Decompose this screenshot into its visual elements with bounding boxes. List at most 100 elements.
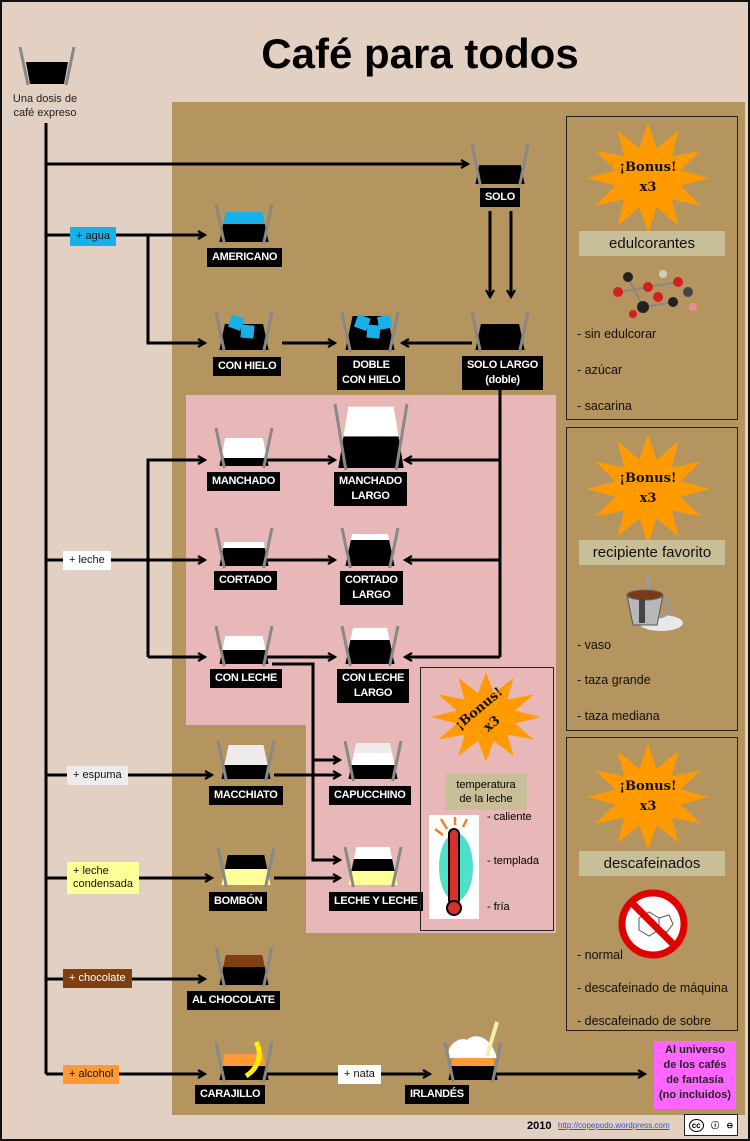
- line1: CORTADO: [345, 574, 398, 586]
- glass-con-leche-largo-icon: [340, 625, 400, 667]
- bonus-line1: ¡Bonus!: [619, 779, 677, 794]
- drink-cortado: CORTADO: [214, 571, 277, 590]
- bonus-line2: x3: [639, 799, 657, 814]
- sidebar-item: - descafeinado de máquina: [577, 981, 728, 995]
- glass-leche-y-leche-icon: [343, 846, 403, 888]
- starburst-icon: [431, 672, 541, 762]
- sidebar-item: - sin edulcorar: [577, 327, 657, 341]
- additive-espuma: + espuma: [67, 766, 128, 785]
- drink-manchado: MANCHADO: [207, 472, 280, 491]
- line1: CON LECHE: [342, 672, 405, 684]
- line1: DOBLE: [352, 359, 390, 371]
- drink-solo: SOLO: [480, 188, 520, 207]
- line1: + leche: [73, 865, 109, 877]
- sidebar-item: - taza mediana: [577, 709, 660, 723]
- additive-chocolate: + chocolate: [63, 969, 132, 988]
- line4: (no incluidos): [658, 1089, 732, 1101]
- temperature-box: ¡Bonus!x3 temperatura de la leche - calie…: [420, 667, 554, 931]
- glass-con-hielo-icon: [214, 311, 274, 353]
- glass-macchiato-icon: [216, 740, 276, 782]
- glass-cortado-icon: [214, 527, 274, 569]
- drink-con-leche-largo: CON LECHE LARGO: [337, 669, 410, 703]
- drink-americano: AMERICANO: [207, 248, 283, 267]
- sidebar-item: - normal: [577, 948, 623, 962]
- glass-al-chocolate-icon: [214, 946, 274, 988]
- bonus-text: ¡Bonus! x3: [587, 434, 709, 544]
- glass-cortado-largo-icon: [340, 527, 400, 569]
- sidebar-heading: recipiente favorito: [579, 540, 725, 565]
- sugar-molecule-icon: [613, 270, 697, 318]
- sidebar-item: - vaso: [577, 638, 612, 652]
- drink-con-leche: CON LECHE: [210, 669, 283, 688]
- additive-leche: + leche: [63, 551, 111, 570]
- drink-capucchino: CAPUCCHINO: [329, 786, 411, 805]
- glass-bombon-icon: [216, 846, 276, 888]
- sidebar-item: - azúcar: [577, 363, 623, 377]
- page-title: Café para todos: [261, 30, 579, 77]
- line2: LARGO: [353, 687, 393, 699]
- bonus-line1: ¡Bonus!: [619, 471, 677, 486]
- glass-manchado-largo-icon: [333, 403, 409, 471]
- sidebar-heading: descafeinados: [579, 851, 725, 876]
- additive-agua: + agua: [70, 227, 116, 246]
- drink-cortado-largo: CORTADO LARGO: [340, 571, 403, 605]
- footer-link[interactable]: http://copepodo.wordpress.com: [558, 1121, 670, 1130]
- by-icon: ⓘ: [711, 1120, 720, 1130]
- line3: de fantasía: [666, 1074, 724, 1086]
- drink-al-chocolate: AL CHOCOLATE: [187, 991, 280, 1010]
- line1: SOLO LARGO: [467, 359, 538, 371]
- additive-alcohol: + alcohol: [63, 1065, 120, 1084]
- glass-con-leche-icon: [214, 625, 274, 667]
- glass-americano-icon: [214, 203, 274, 245]
- line2: (doble): [485, 374, 520, 386]
- espresso-glass-icon: [18, 46, 76, 86]
- bonus-starburst: ¡Bonus! x3: [587, 744, 709, 850]
- bonus-line2: x3: [639, 491, 657, 506]
- glass-doble-con-hielo-icon: [340, 311, 400, 353]
- bonus-starburst: ¡Bonus! x3: [587, 434, 709, 544]
- bonus-line1: ¡Bonus!: [619, 160, 677, 175]
- line2: LARGO: [352, 589, 391, 601]
- nc-icon: ⊖: [726, 1120, 734, 1130]
- arrow-to-con-hielo: [146, 235, 205, 343]
- drink-solo-largo: SOLO LARGO (doble): [462, 356, 543, 390]
- line2: de los cafés: [663, 1059, 727, 1071]
- bonus-starburst: ¡Bonus!x3: [431, 672, 541, 762]
- coffee-cup-icon: [626, 574, 683, 631]
- line1: MANCHADO: [339, 475, 402, 487]
- glass-carajillo-icon: [214, 1040, 274, 1083]
- starburst-icon: [587, 744, 709, 850]
- starburst-icon: [587, 123, 709, 233]
- glass-manchado-icon: [214, 427, 274, 469]
- footer-year: 2010: [527, 1120, 552, 1132]
- glass-solo-icon: [470, 143, 530, 187]
- bonus-text: ¡Bonus! x3: [587, 123, 709, 233]
- glass-capucchino-icon: [343, 740, 403, 782]
- drink-con-hielo: CON HIELO: [213, 357, 282, 376]
- sidebar-descafeinados: ¡Bonus! x3 descafeinados - normal - desca…: [566, 737, 738, 1031]
- origin-label-line1: Una dosis de: [12, 93, 78, 105]
- glass-irlandes-icon: [443, 1021, 503, 1083]
- drink-macchiato: MACCHIATO: [209, 786, 283, 805]
- temp-caliente: - caliente: [487, 811, 532, 823]
- sidebar-item: - descafeinado de sobre: [577, 1014, 712, 1028]
- line2: de la leche: [459, 793, 513, 805]
- temp-fria: - fría: [487, 901, 510, 913]
- drink-bombon: BOMBÓN: [209, 892, 268, 911]
- line2: LARGO: [351, 490, 390, 502]
- fantasy-box: Al universo de los cafés de fantasía (no…: [654, 1041, 736, 1109]
- sidebar-item: - sacarina: [577, 399, 632, 413]
- origin-label: Una dosis de café expreso: [10, 92, 80, 120]
- bonus-line2: x3: [639, 180, 657, 195]
- bonus-starburst: ¡Bonus! x3: [587, 123, 709, 233]
- line1: temperatura: [456, 779, 516, 791]
- sidebar-heading: edulcorantes: [579, 231, 725, 256]
- line2: condensada: [73, 878, 133, 890]
- glass-solo-largo-icon: [470, 311, 530, 353]
- origin-label-line2: café expreso: [13, 107, 77, 119]
- drink-leche-y-leche: LECHE Y LECHE: [329, 892, 423, 911]
